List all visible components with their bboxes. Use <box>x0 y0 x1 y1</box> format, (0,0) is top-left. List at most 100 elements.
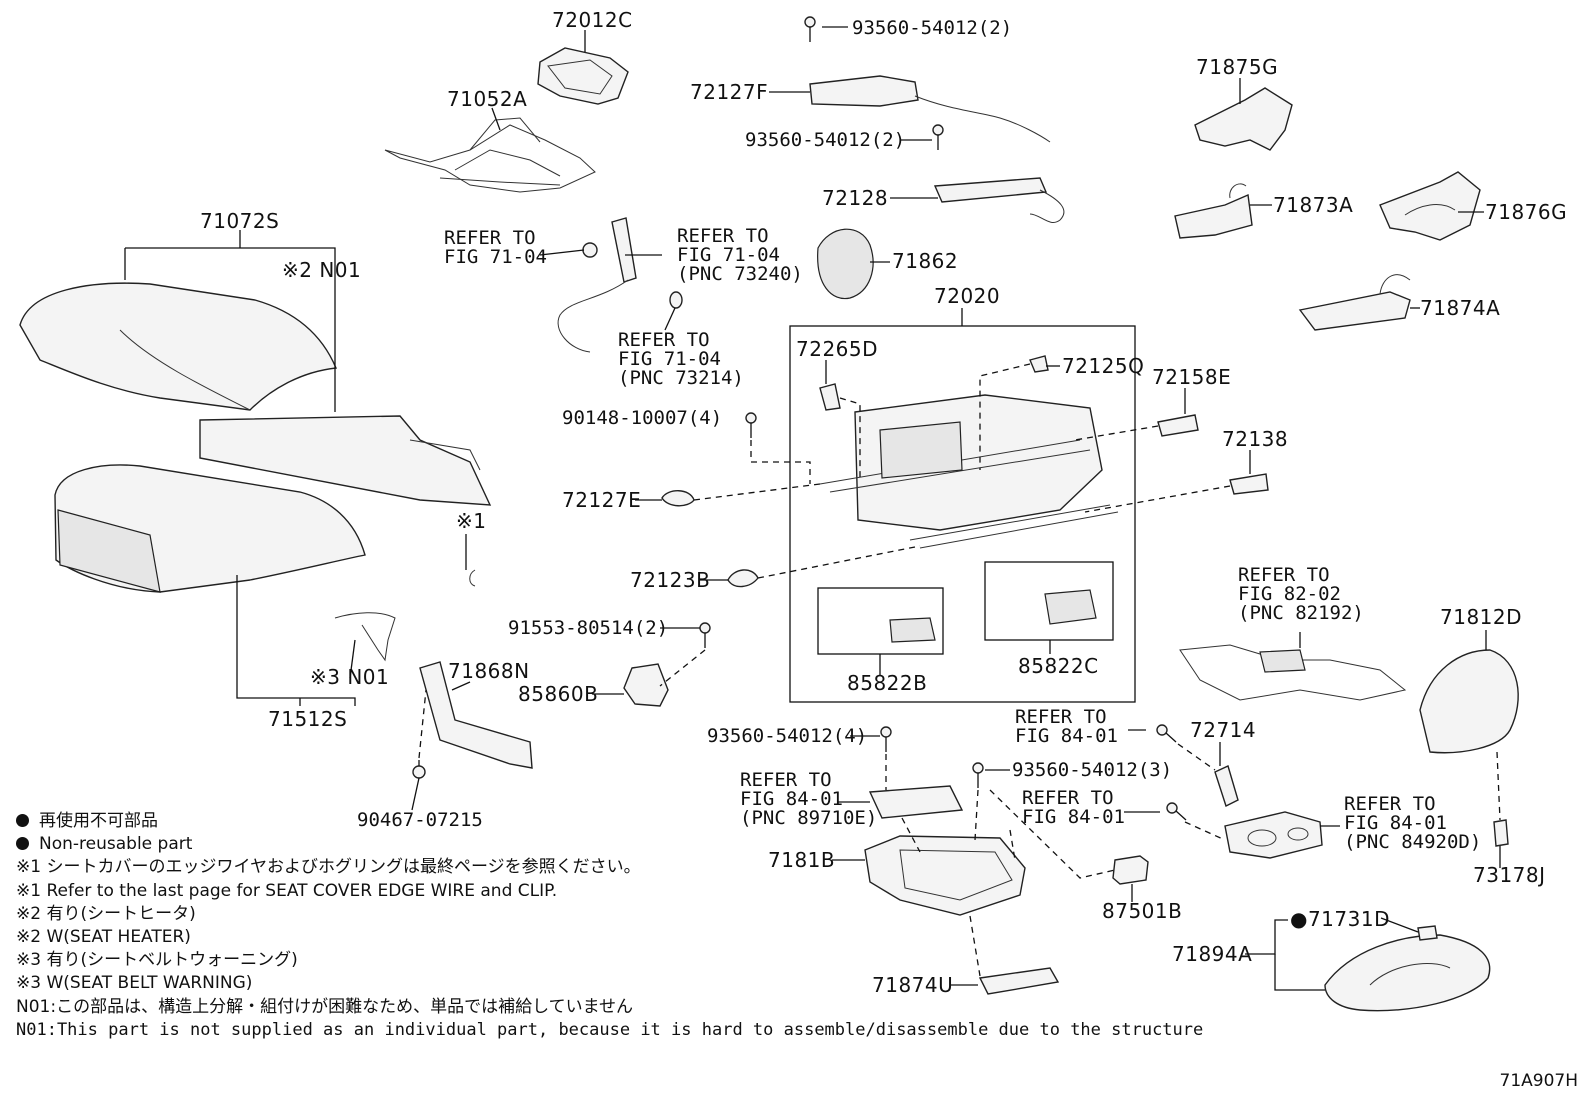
label-72128: 72128 <box>822 186 888 210</box>
part-82192-drawing <box>1179 644 1407 701</box>
label-85822C: 85822C <box>1018 654 1099 678</box>
part-71873A-drawing <box>1174 183 1253 239</box>
label-71874A: 71874A <box>1420 296 1500 320</box>
note-3-en: ※3 W(SEAT BELT WARNING) <box>16 973 253 994</box>
part-71052A-drawing <box>384 117 596 193</box>
label-93560-54012-2a: 93560-54012(2) <box>852 17 1012 39</box>
label-72125Q: 72125Q <box>1062 354 1144 378</box>
ref-d-line1: REFER TO <box>1238 564 1330 586</box>
label-71894A: 71894A <box>1172 942 1252 966</box>
mark-2-n01: ※2 N01 <box>282 258 361 282</box>
ref-d-line3: (PNC 82192) <box>1238 602 1364 624</box>
part-harness-drawing <box>557 217 683 353</box>
label-91553-80514: 91553-80514(2) <box>508 617 668 639</box>
ref-e-line1: REFER TO <box>1015 706 1107 728</box>
label-72158E: 72158E <box>1152 365 1231 389</box>
part-clip-drawing <box>469 569 476 587</box>
ref-g-line2: FIG 84-01 <box>1022 806 1125 828</box>
part-71874A-drawing <box>1298 274 1411 331</box>
part-71875G-drawing <box>1194 87 1293 151</box>
label-85822B: 85822B <box>847 671 927 695</box>
part-heater-drawing <box>199 415 492 506</box>
leader-lines <box>124 26 1501 991</box>
label-71873A: 71873A <box>1273 193 1353 217</box>
label-71875G: 71875G <box>1196 55 1278 79</box>
part-89710E-drawing <box>868 785 964 819</box>
part-72714-drawing <box>1214 765 1239 807</box>
label-72138: 72138 <box>1222 427 1288 451</box>
ref-a-line1: REFER TO <box>444 227 536 249</box>
label-85860B: 85860B <box>518 682 598 706</box>
part-73178J-drawing <box>1493 819 1509 847</box>
part-71868N-drawing <box>419 661 533 769</box>
ref-g-line1: REFER TO <box>1022 787 1114 809</box>
ref-e-line2: FIG 84-01 <box>1015 725 1118 747</box>
label-71731D: ●71731D <box>1290 907 1390 931</box>
ref-h-line1: REFER TO <box>1344 793 1436 815</box>
part-labels: 72012C 71052A 71072S 93560-54012(2) 7212… <box>200 8 1567 997</box>
label-72714: 72714 <box>1190 718 1256 742</box>
part-72012C-drawing <box>537 47 629 105</box>
label-72265D: 72265D <box>796 337 878 361</box>
part-72128-drawing <box>933 177 1065 223</box>
ref-f-line2: FIG 84-01 <box>740 788 843 810</box>
label-72012C: 72012C <box>552 8 633 32</box>
ref-c-line2: FIG 71-04 <box>618 348 721 370</box>
part-72020-box <box>789 325 1136 703</box>
ref-h-line3: (PNC 84920D) <box>1344 831 1481 853</box>
part-71072S-drawing <box>19 282 338 411</box>
part-7181B-drawing <box>864 835 1026 916</box>
label-71862: 71862 <box>892 249 958 273</box>
legend-notes: 再使用不可部品 Non-reusable part ※1 シートカバーのエッジワ… <box>16 810 1216 1042</box>
part-72127F-drawing <box>809 75 1051 143</box>
ref-b-line1: REFER TO <box>677 225 769 247</box>
label-71868N: 71868N <box>448 659 530 683</box>
label-93560-54012-4: 93560-54012(4) <box>707 725 867 747</box>
ref-c-line3: (PNC 73214) <box>618 367 744 389</box>
label-71874U: 71874U <box>872 973 953 997</box>
part-71876G-drawing <box>1379 171 1481 241</box>
reference-labels: REFER TO FIG 71-04 REFER TO FIG 71-04 (P… <box>444 225 1481 853</box>
label-71812D: 71812D <box>1440 605 1522 629</box>
bullet-icon <box>16 814 29 827</box>
ref-f-line3: (PNC 89710E) <box>740 807 877 829</box>
note-3-jp: ※3 有り(シートベルトウォーニング) <box>16 950 298 971</box>
label-90148-10007: 90148-10007(4) <box>562 407 722 429</box>
part-71512S-drawing <box>54 464 366 593</box>
note-n01-jp: N01:この部品は、構造上分解・組付けが困難なため、単品では補給していません <box>16 996 634 1017</box>
note-1-jp: ※1 シートカバーのエッジワイヤおよびホグリングは最終ページを参照ください。 <box>16 857 641 878</box>
label-93560-54012-3: 93560-54012(3) <box>1012 759 1172 781</box>
part-sensor-drawing <box>334 612 396 662</box>
note-1-en: ※1 Refer to the last page for SEAT COVER… <box>16 880 558 901</box>
ref-h-line2: FIG 84-01 <box>1344 812 1447 834</box>
figure-code: 71A907H <box>1499 1071 1579 1091</box>
ref-c-line1: REFER TO <box>618 329 710 351</box>
ref-f-line1: REFER TO <box>740 769 832 791</box>
part-87501B-drawing <box>1112 855 1149 885</box>
ref-a-line2: FIG 71-04 <box>444 246 547 268</box>
label-72127F: 72127F <box>690 80 768 104</box>
mark-3-n01: ※3 N01 <box>310 665 389 689</box>
label-93560-54012-2b: 93560-54012(2) <box>745 129 905 151</box>
label-90467-07215: 90467-07215 <box>357 809 483 831</box>
part-switch-drawing <box>1224 811 1323 859</box>
part-71862-drawing <box>817 228 874 300</box>
note-2-en: ※2 W(SEAT HEATER) <box>16 926 191 947</box>
label-71876G: 71876G <box>1485 200 1567 224</box>
note-2-jp: ※2 有り(シートヒータ) <box>16 903 196 924</box>
label-72127E: 72127E <box>562 488 641 512</box>
label-7181B: 7181B <box>768 848 835 872</box>
part-71812D-drawing <box>1419 649 1519 754</box>
ref-b-line3: (PNC 73240) <box>677 263 803 285</box>
screw-icons <box>412 16 1187 821</box>
bullet-icon <box>16 837 29 851</box>
mark-1: ※1 <box>456 509 486 533</box>
dashed-leader-lines <box>418 363 1501 977</box>
label-73178J: 73178J <box>1473 863 1546 887</box>
label-87501B: 87501B <box>1102 899 1182 923</box>
note-nonreusable-en: Non-reusable part <box>16 833 1216 856</box>
part-85860B-drawing <box>623 663 669 707</box>
part-71894A-drawing <box>1324 925 1491 1012</box>
